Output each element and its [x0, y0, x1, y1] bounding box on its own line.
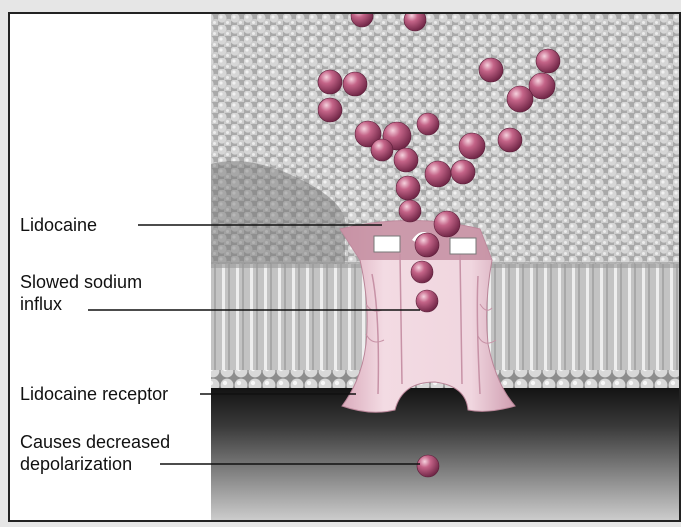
lidocaine-molecule — [479, 58, 503, 82]
lidocaine-molecule — [507, 86, 533, 112]
lidocaine-molecule — [529, 73, 555, 99]
label-decreased-depolarization: Causes decreased depolarization — [20, 431, 170, 475]
lidocaine-molecule — [396, 176, 420, 200]
label-lidocaine-receptor: Lidocaine receptor — [20, 383, 168, 405]
lidocaine-molecule — [343, 72, 367, 96]
lidocaine-molecule — [399, 200, 421, 222]
lidocaine-molecule — [417, 113, 439, 135]
label-lidocaine: Lidocaine — [20, 214, 97, 236]
lidocaine-molecule — [394, 148, 418, 172]
lidocaine-molecule — [318, 70, 342, 94]
lidocaine-molecule — [498, 128, 522, 152]
lidocaine-molecule — [459, 133, 485, 159]
lidocaine-molecule — [451, 160, 475, 184]
lidocaine-molecule — [434, 211, 460, 237]
lidocaine-molecule — [416, 290, 438, 312]
lidocaine-molecule — [411, 261, 433, 283]
lidocaine-molecule — [371, 139, 393, 161]
label-slowed-sodium-influx: Slowed sodium influx — [20, 271, 142, 315]
lidocaine-molecule — [417, 455, 439, 477]
lidocaine-molecule — [318, 98, 342, 122]
figure-frame: Lidocaine Slowed sodium influx Lidocaine… — [8, 12, 681, 522]
lidocaine-molecule — [425, 161, 451, 187]
lidocaine-molecule — [536, 49, 560, 73]
lidocaine-molecule — [415, 233, 439, 257]
